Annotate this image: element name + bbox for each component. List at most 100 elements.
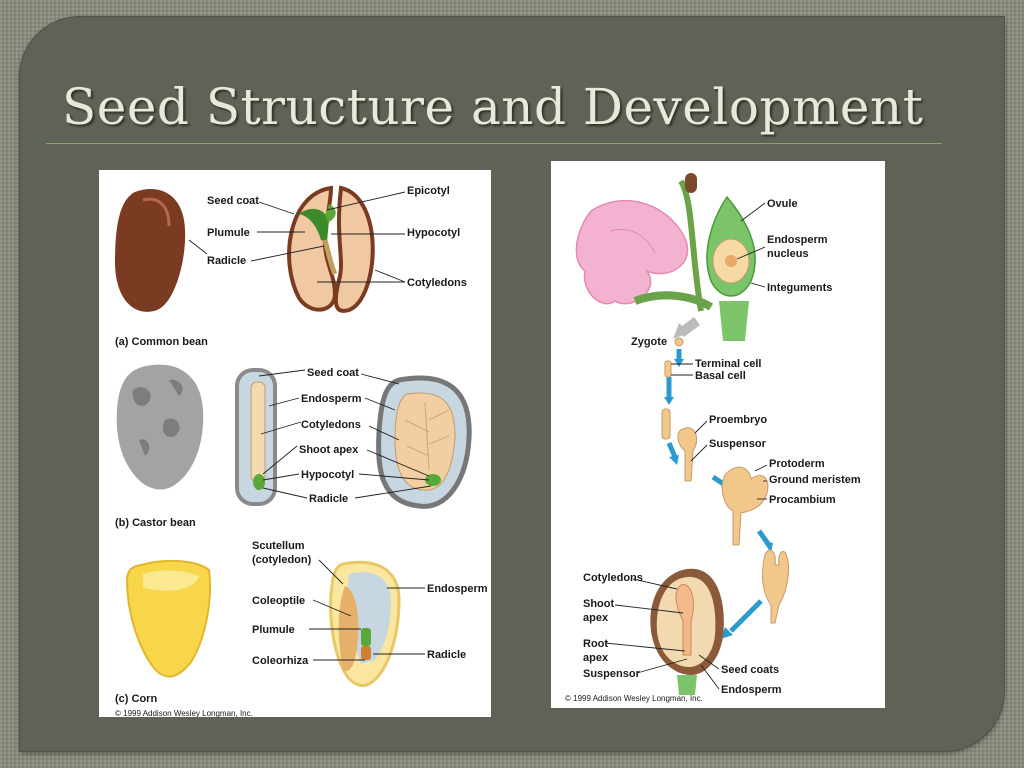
castor-hypocotyl-leader — [262, 473, 300, 481]
ovule-leader — [740, 202, 766, 222]
castor-seedcoat-leader-2 — [360, 373, 400, 385]
embryo-development-path: Zygote Terminal cell Basal cell Proembry… — [631, 336, 861, 639]
corn-endosperm-label: Endosperm — [427, 583, 488, 595]
globular-embryo-shape — [721, 466, 769, 546]
castor-cotyledons-leader-2 — [368, 425, 400, 441]
castor-seedcoat-label: Seed coat — [307, 367, 359, 379]
corn-plumule-shape — [361, 628, 371, 646]
procambium-label: Procambium — [769, 494, 836, 506]
castor-side-cotyledon — [250, 381, 266, 483]
castor-bean-mottling — [132, 379, 183, 456]
proembryo-label: Proembryo — [709, 414, 767, 426]
seed-development-figure: Ovule Endosperm nucleus Integuments Zygo… — [551, 161, 885, 708]
bean-hypocotyl-stem — [322, 239, 338, 276]
seed-root-apex-label: apex — [583, 652, 609, 664]
corn-coleoptile-label: Coleoptile — [252, 595, 305, 607]
bean-cotyledon-leader-2 — [374, 269, 406, 283]
mature-seed-illustration: Cotyledons Shoot apex Root apex Suspenso… — [583, 568, 782, 696]
endosperm-nucleus-label: nucleus — [767, 248, 809, 260]
anther — [685, 173, 697, 193]
endosperm-nucleus-shape — [725, 255, 737, 267]
bean-hypocotyl-label: Hypocotyl — [407, 227, 460, 239]
corn-scutellum-label: Scutellum — [252, 540, 305, 552]
protoderm-leader — [754, 464, 768, 472]
common-bean-highlight — [142, 197, 171, 227]
corn-coleorhiza-label: Coleorhiza — [252, 655, 309, 667]
protoderm-label: Protoderm — [769, 458, 825, 470]
endosperm-nucleus-leader — [736, 246, 766, 260]
castor-endosperm-leader — [268, 397, 300, 407]
corn-scutellum-sub-label: (cotyledon) — [252, 554, 312, 566]
seed-shoot-apex-label: apex — [583, 612, 609, 624]
corn-scutellum-area — [338, 586, 359, 672]
seed-endosperm-leader — [700, 664, 720, 690]
suspensor-top-label: Suspensor — [709, 438, 767, 450]
bean-seedcoat-label: Seed coat — [207, 195, 259, 207]
bean-cotyledons-label: Cotyledons — [407, 277, 467, 289]
integuments-leader — [750, 282, 766, 288]
right-copyright: © 1999 Addison Wesley Longman, Inc. — [565, 694, 703, 703]
corn-radicle-label: Radicle — [427, 649, 466, 661]
seed-development-svg: Ovule Endosperm nucleus Integuments Zygo… — [565, 173, 861, 703]
seed-embryo-shape — [675, 584, 694, 656]
castor-section-cotyledon — [394, 392, 456, 491]
castor-section-embryo — [425, 474, 441, 486]
receptacle — [719, 301, 749, 341]
seed-structure-figure: Seed coat Plumule Radicle Epicotyl Hypoc… — [99, 170, 491, 717]
left-copyright: © 1999 Addison Wesley Longman, Inc. — [115, 709, 253, 717]
castor-radicle-label: Radicle — [309, 493, 348, 505]
castor-shootapex-leader — [262, 445, 298, 475]
flower-stalk — [678, 179, 704, 312]
flower-leaf — [633, 291, 714, 311]
proembryo-leader — [694, 420, 708, 434]
seed-coats-label: Seed coats — [721, 664, 779, 676]
castor-endosperm-label: Endosperm — [301, 393, 362, 405]
common-bean-section: Seed coat Plumule Radicle Epicotyl Hypoc… — [115, 185, 467, 348]
arrow-grey-head — [673, 323, 689, 339]
corn-scutellum-leader — [318, 559, 344, 585]
corn-endosperm-area — [347, 572, 391, 664]
suspensor-top-leader — [690, 444, 708, 462]
bean-radicle-label: Radicle — [207, 255, 246, 267]
seed-suspensor-label: Suspensor — [583, 668, 641, 680]
ground-meristem-label: Ground meristem — [769, 474, 861, 486]
castor-endosperm-leader-2 — [364, 397, 396, 411]
seed-rootapex-leader — [604, 642, 686, 652]
proembryo-early-shape — [661, 408, 671, 440]
flower-petal — [575, 199, 689, 305]
basal-cell-label: Basal cell — [695, 370, 746, 382]
castor-cotyledons-label: Cotyledons — [301, 419, 361, 431]
castor-shootapex-leader-2 — [366, 449, 430, 477]
seed-cotyledons-label: Cotyledons — [583, 572, 643, 584]
castor-cotyledons-leader — [260, 421, 302, 435]
terminal-cell-label: Terminal cell — [695, 358, 761, 370]
integuments-label: Integuments — [767, 282, 832, 294]
bean-epicotyl-label: Epicotyl — [407, 185, 450, 197]
proembryo-shape — [677, 427, 698, 482]
petal-vein — [610, 229, 656, 254]
bean-radicle-leader — [250, 245, 325, 262]
two-cell-shape — [664, 360, 672, 378]
title-divider — [46, 143, 942, 144]
castor-hypocotyl-label: Hypocotyl — [301, 469, 354, 481]
common-bean-caption: (a) Common bean — [115, 336, 208, 348]
bean-cotyledon-right — [333, 185, 375, 313]
castor-bean-whole-image — [116, 364, 204, 490]
seed-cotyledons-leader — [632, 578, 678, 590]
endosperm-label: Endosperm — [767, 234, 828, 246]
seed-root-label: Root — [583, 638, 608, 650]
bean-radicle-leader-2 — [188, 239, 208, 255]
ovule-label: Ovule — [767, 198, 798, 210]
corn-caption: (c) Corn — [115, 693, 157, 705]
bean-seedcoat-leader — [258, 201, 295, 215]
corn-section: Scutellum (cotyledon) Coleoptile Plumule… — [115, 540, 488, 705]
torpedo-embryo-shape — [762, 549, 790, 624]
seed-shootapex-leader — [614, 604, 684, 614]
corn-radicle-shape — [361, 646, 371, 660]
flower-illustration: Ovule Endosperm nucleus Integuments — [575, 173, 832, 341]
bean-epicotyl-leader — [326, 191, 406, 211]
castor-bean-caption: (b) Castor bean — [115, 517, 196, 529]
castor-radicle-leader-2 — [354, 485, 432, 499]
seed-coats-leader — [698, 654, 720, 670]
corn-coleoptile-leader — [312, 599, 352, 617]
